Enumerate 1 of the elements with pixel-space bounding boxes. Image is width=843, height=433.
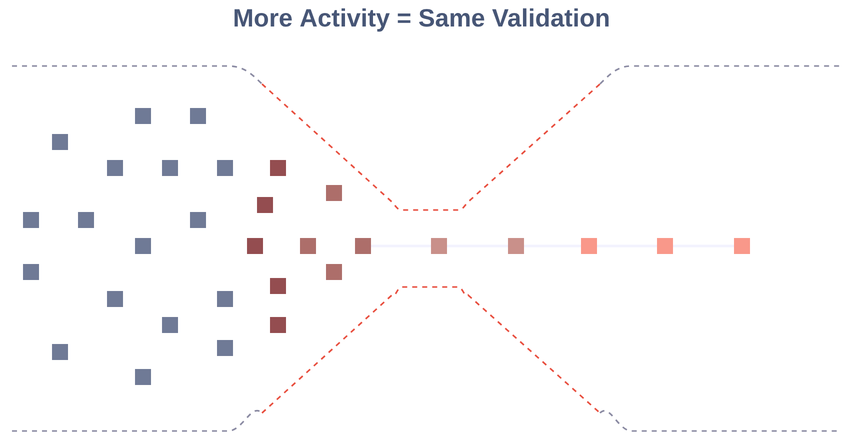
title: More Activity = Same Validation bbox=[234, 8, 609, 32]
